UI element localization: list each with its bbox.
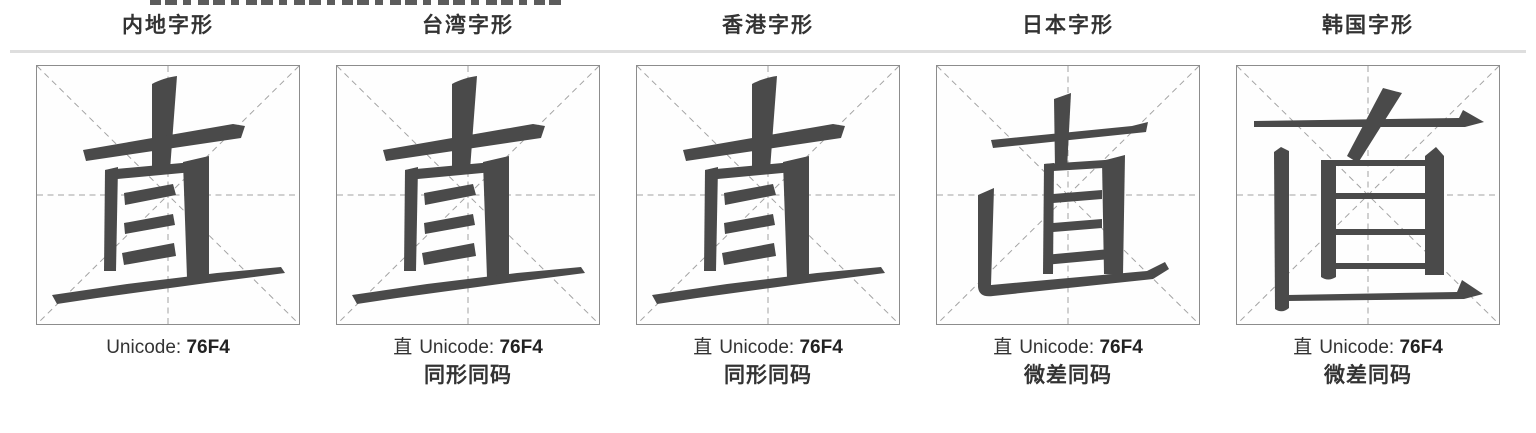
unicode-label: Unicode: — [106, 337, 182, 358]
glyph-zhi-taiwan-drawing — [337, 66, 599, 324]
unicode-caption: 直 Unicode: 76F4 — [993, 336, 1143, 360]
column-mainland: Unicode: 76F4 — [36, 65, 300, 389]
region-header-row: 内地字形 台湾字形 香港字形 日本字形 韩国字形 — [0, 0, 1536, 40]
column-taiwan: 直 Unicode: 76F4 同形同码 — [336, 65, 600, 389]
codepoint-value: 76F4 — [499, 337, 543, 358]
unicode-label: Unicode: — [719, 337, 795, 358]
header-korea: 韩国字形 — [1322, 14, 1414, 37]
glyph-comparison-row: Unicode: 76F4 直 Unicode: 76F4 同形同码 直 Unico… — [0, 65, 1536, 389]
glyph-box-korea — [1236, 65, 1500, 325]
column-japan: 直 Unicode: 76F4 微差同码 — [936, 65, 1200, 389]
glyph-box-mainland — [36, 65, 300, 325]
glyph-zhi-korea-drawing — [1237, 66, 1499, 324]
status-label-taiwan: 同形同码 — [424, 364, 512, 387]
status-label-korea: 微差同码 — [1324, 364, 1412, 387]
sample-char-korea: 直 — [1293, 337, 1313, 358]
header-japan: 日本字形 — [1022, 14, 1114, 37]
glyph-zhi-hongkong-drawing — [637, 66, 899, 324]
column-hongkong: 直 Unicode: 76F4 同形同码 — [636, 65, 900, 389]
glyph-zhi-mainland-drawing — [37, 66, 299, 324]
unicode-label: Unicode: — [419, 337, 495, 358]
status-label-japan: 微差同码 — [1024, 364, 1112, 387]
header-taiwan: 台湾字形 — [422, 14, 514, 37]
glyph-box-japan — [936, 65, 1200, 325]
codepoint-value: 76F4 — [799, 337, 843, 358]
sample-char-japan: 直 — [993, 337, 1013, 358]
column-korea: 直 Unicode: 76F4 微差同码 — [1236, 65, 1500, 389]
header-divider — [10, 50, 1526, 53]
header-mainland: 内地字形 — [122, 14, 214, 37]
status-label-hongkong: 同形同码 — [724, 364, 812, 387]
unicode-label: Unicode: — [1319, 337, 1395, 358]
codepoint-value: 76F4 — [1099, 337, 1143, 358]
cropped-text-strip — [150, 0, 562, 5]
codepoint-value: 76F4 — [1399, 337, 1443, 358]
unicode-caption: 直 Unicode: 76F4 — [1293, 336, 1443, 360]
unicode-caption: 直 Unicode: 76F4 — [693, 336, 843, 360]
unicode-label: Unicode: — [1019, 337, 1095, 358]
glyph-zhi-japan-drawing — [937, 66, 1199, 324]
glyph-box-taiwan — [336, 65, 600, 325]
zhi-glyph-korean-icon — [1254, 88, 1484, 312]
glyph-box-hongkong — [636, 65, 900, 325]
unicode-caption: Unicode: 76F4 — [106, 336, 230, 360]
header-hongkong: 香港字形 — [722, 14, 814, 37]
codepoint-value: 76F4 — [186, 337, 230, 358]
sample-char-hongkong: 直 — [693, 337, 713, 358]
sample-char-taiwan: 直 — [393, 337, 413, 358]
unicode-caption: 直 Unicode: 76F4 — [393, 336, 543, 360]
